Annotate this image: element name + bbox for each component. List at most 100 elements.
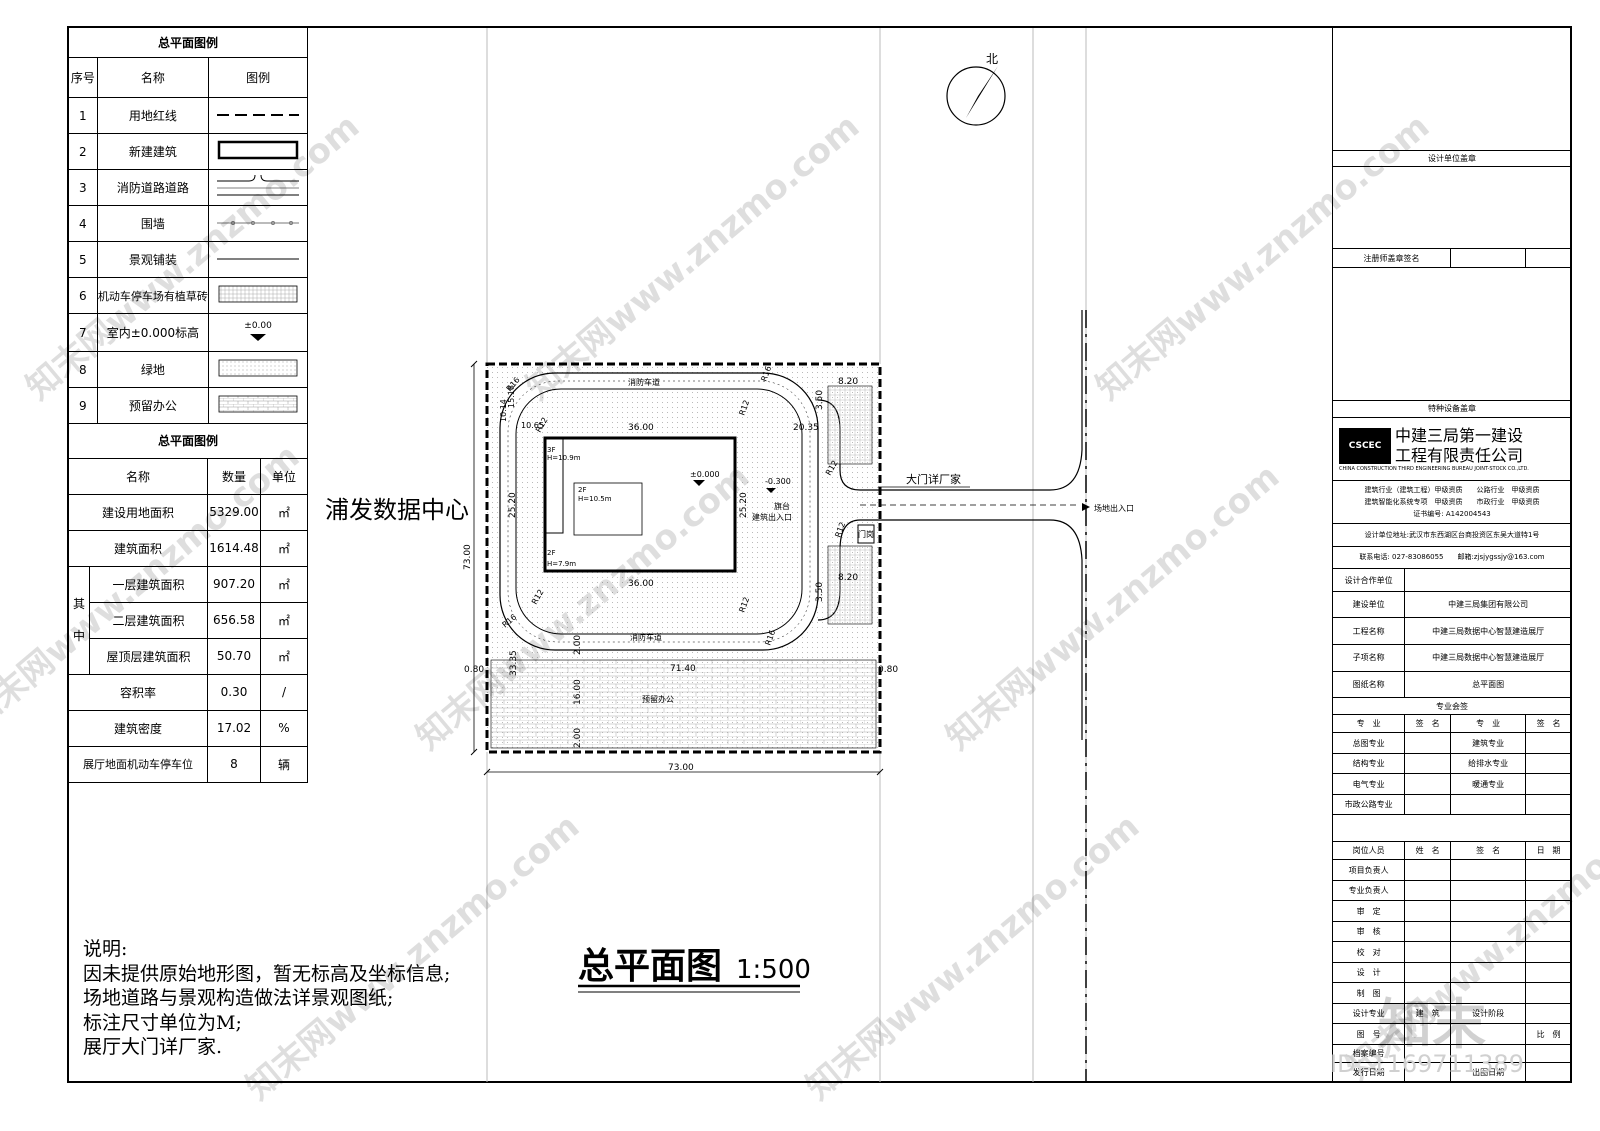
legend-symbol-elevation: ±0.00 xyxy=(208,313,308,352)
sign-header: 签 名 xyxy=(1404,713,1452,734)
tower-3f xyxy=(544,437,564,534)
staff-role: 校 对 xyxy=(1331,941,1406,963)
info-label: 工程名称 xyxy=(1331,617,1406,646)
info-value: 中建三局数据中心智慧建造展厅 xyxy=(1404,644,1572,672)
bottom-cell xyxy=(1525,1002,1572,1025)
notes-line: 因未提供原始地形图，暂无标高及坐标信息; xyxy=(83,962,451,985)
elevation-mark-label: ±0.00 xyxy=(244,320,272,331)
qualification-line: 建筑行业（建筑工程）甲级资质 公路行业 甲级资质 xyxy=(1364,486,1540,495)
sign-cell xyxy=(1525,752,1572,775)
sign-cell xyxy=(1404,732,1452,754)
legend-name: 室内±0.000标高 xyxy=(96,313,210,352)
block-2f-a xyxy=(573,482,643,536)
brand-watermark: 知末 xyxy=(1378,993,1486,1056)
staff-header: 姓 名 xyxy=(1404,840,1452,861)
legend-no: 9 xyxy=(68,387,98,424)
fire-lane-label-bottom: 消防车道 xyxy=(630,632,662,642)
stats-name: 建设用地面积 xyxy=(68,493,208,531)
staff-cell xyxy=(1450,859,1527,881)
bottom-cell xyxy=(1525,1062,1572,1082)
north-label: 北 xyxy=(986,52,998,66)
dim-top-left-b: 15.16 xyxy=(507,385,516,408)
dim-parking-depth-bottom: 3.50 xyxy=(815,582,825,602)
company-header: CSCEC 中建三局第一建设 工程有限责任公司 CHINA CONSTRUCTI… xyxy=(1332,416,1572,482)
sign-cell xyxy=(1525,793,1572,816)
parking-south xyxy=(827,545,873,625)
staff-cell xyxy=(1404,879,1452,902)
guard-room-label: 门岗 xyxy=(858,529,874,539)
image-id: ID: 1169711389 xyxy=(1330,1050,1524,1078)
coop-value xyxy=(1404,568,1572,592)
legend-name: 消防道路道路 xyxy=(96,169,210,206)
sign-cell: 结构专业 xyxy=(1331,752,1406,775)
company-name-line2: 工程有限责任公司 xyxy=(1395,445,1524,465)
qualifications: 建筑行业（建筑工程）甲级资质 公路行业 甲级资质 建筑智能化系统专项 甲级资质 … xyxy=(1332,480,1572,525)
dim-gap-top: 2.00 xyxy=(573,635,583,655)
block-2f-b-label: 2F xyxy=(547,549,555,557)
staff-header: 岗位人员 xyxy=(1331,840,1406,861)
staff-cell xyxy=(1450,941,1527,963)
sign-cell xyxy=(1404,773,1452,795)
sign-cell: 建筑专业 xyxy=(1450,732,1527,754)
staff-header: 日 期 xyxy=(1525,840,1572,861)
stats-header-unit: 单位 xyxy=(260,457,308,495)
qualification-line: 建筑智能化系统专项 甲级资质 市政行业 甲级资质 xyxy=(1364,498,1540,507)
staff-cell xyxy=(1525,920,1572,943)
dim-bldg-height-left: 25.20 xyxy=(508,492,518,518)
neighbor-label: 浦发数据中心 xyxy=(325,496,469,524)
site-entrance-label: 场地出入口 xyxy=(1094,503,1134,513)
building-entrance-label: 建筑出入口 xyxy=(752,512,792,522)
notes-block: 说明: 因未提供原始地形图，暂无标高及坐标信息; 场地道路与景观构造做法详景观图… xyxy=(83,937,450,1060)
sign-blank xyxy=(1332,814,1572,842)
staff-role: 审 核 xyxy=(1331,920,1406,943)
gate-note: 大门详厂家 xyxy=(906,472,961,486)
staff-role: 审 定 xyxy=(1331,900,1406,922)
dim-bldg-width-top: 36.00 xyxy=(628,423,654,433)
bottom-cell: 出图日期 xyxy=(1450,1062,1527,1082)
staff-cell xyxy=(1525,982,1572,1004)
stats-unit: ㎡ xyxy=(260,565,308,603)
sign-cell: 总图专业 xyxy=(1331,732,1406,754)
dim-site-width: 73.00 xyxy=(668,763,694,773)
legend-no: 3 xyxy=(68,169,98,206)
dim-parking-width-top: 8.20 xyxy=(838,377,858,387)
new-building xyxy=(543,436,737,573)
dim-east-offset: 20.35 xyxy=(793,423,819,433)
block-2f-a-height: H=10.5m xyxy=(578,495,612,503)
dim-parking-depth-top: 3.50 xyxy=(815,390,825,410)
flag-platform-label: 旗台 xyxy=(774,501,790,511)
info-value: 总平面图 xyxy=(1404,670,1572,699)
stats-value: 50.70 xyxy=(207,637,261,675)
dim-tick xyxy=(470,748,478,756)
stats-unit: % xyxy=(260,709,308,747)
reserved-office-area xyxy=(490,659,877,749)
block-3f-label: 3F xyxy=(547,446,555,454)
parking-north xyxy=(827,385,873,465)
legend-symbol-brick xyxy=(208,387,308,424)
staff-cell xyxy=(1404,900,1452,922)
staff-role: 专业负责人 xyxy=(1331,879,1406,902)
sign-cell: 给排水专业 xyxy=(1450,752,1527,775)
elevation-mark: ±0.000 xyxy=(690,470,720,479)
reg-area xyxy=(1332,266,1572,402)
sign-cell xyxy=(1450,793,1527,816)
reg-blank xyxy=(1450,248,1527,268)
notes-line: 标注尺寸单位为M; xyxy=(83,1011,242,1034)
title-block: 设计单位盖章 注册师盖章签名 特种设备盖章 CSCEC 中建三局第一建设 工程有… xyxy=(1331,26,1572,1082)
legend-symbol-green xyxy=(208,351,308,388)
fire-lane-label-top: 消防车道 xyxy=(628,377,660,387)
staff-cell xyxy=(1404,859,1452,881)
sign-cell: 电气专业 xyxy=(1331,773,1406,795)
legend-name: 围墙 xyxy=(96,205,210,242)
stamp-label: 设计单位盖章 xyxy=(1332,150,1572,168)
dim-parking-width-bottom: 8.20 xyxy=(838,573,858,583)
legend-symbol-dashed xyxy=(208,97,308,134)
bottom-cell: 发行日期 xyxy=(1331,1062,1406,1082)
dim-office-depth: 16.00 xyxy=(573,679,583,705)
guard-room xyxy=(857,524,875,544)
bottom-cell: 比 例 xyxy=(1525,1023,1572,1045)
staff-cell xyxy=(1525,900,1572,922)
sign-cell xyxy=(1525,732,1572,754)
